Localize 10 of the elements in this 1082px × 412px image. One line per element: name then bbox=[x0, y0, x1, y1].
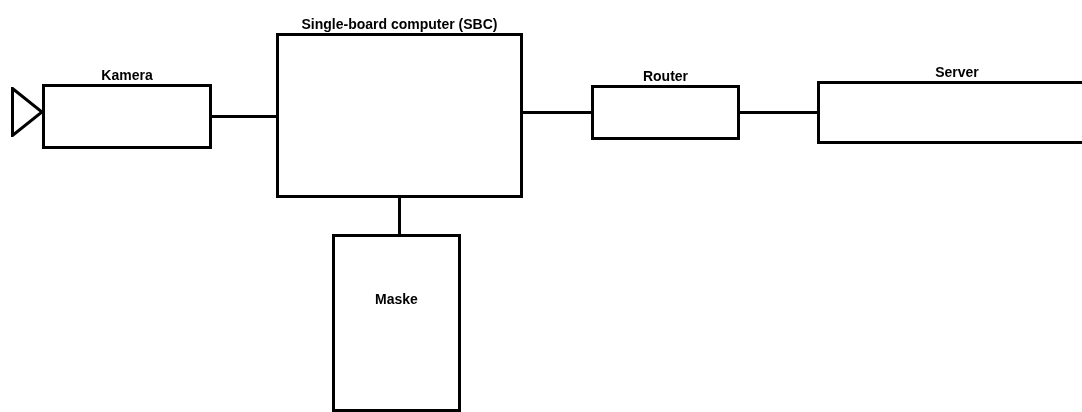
connector-line bbox=[212, 115, 276, 118]
connector-line bbox=[523, 111, 591, 114]
block-label: Router bbox=[642, 67, 689, 86]
block-label: Single-board computer (SBC) bbox=[301, 15, 498, 34]
connector-line bbox=[398, 198, 401, 234]
block-label: Maske bbox=[375, 290, 418, 309]
block-box bbox=[332, 234, 461, 412]
connector-line bbox=[740, 111, 817, 114]
block-label: Server bbox=[935, 63, 979, 82]
block-label: Kamera bbox=[101, 66, 153, 85]
